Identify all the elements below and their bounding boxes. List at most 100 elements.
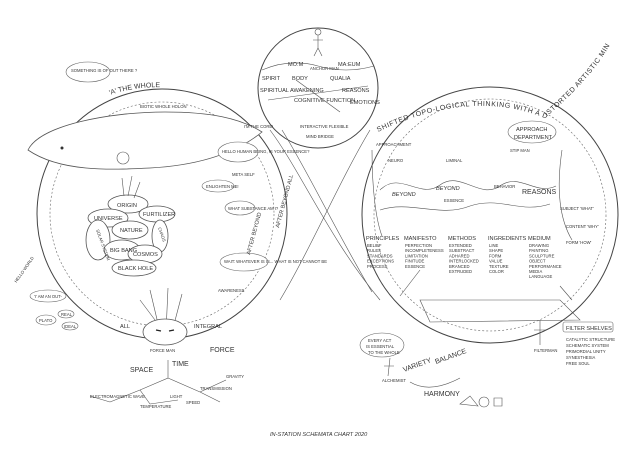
filter-item: CATALYTIC STRUCTURE (566, 337, 615, 342)
flow-liminal: LIMINAL (446, 158, 463, 163)
filter-shelves: FILTER SHELVES CATALYTIC STRUCTURESCHEMA… (562, 321, 615, 366)
filter-item: FREE SOUL (566, 361, 590, 366)
label-temperature: TEMPERATURE (140, 404, 172, 409)
flow-approachment: APPROACHMENT (376, 142, 412, 147)
word-cognitive-function: COGNITIVE FUNCTION (294, 98, 355, 104)
column-item: INCOMPLETENESS (405, 248, 444, 253)
infinity-cross-line-b (279, 129, 371, 301)
bubble-text-substance: WHAT SUBSTANCE AM I? (228, 206, 279, 211)
right-circle-content: APPROACH DEPARTMENT APPROACHMENT NEURO L… (366, 120, 599, 323)
approach-text-1: APPROACH (516, 127, 547, 133)
column-title-4: MEDIUM (528, 236, 551, 242)
label-im-the-core: I'M THE CORE! (244, 124, 273, 129)
label-alchemist: ALCHEMIST (382, 378, 406, 383)
word-reasons: REASONS (342, 88, 370, 94)
column-item: OBJECT (529, 259, 546, 264)
filter-item: SYNESTHESIA (566, 355, 596, 360)
bubble-text-whatever: WAIT: WHATEVER IS IS... WHAT IS NOT CANN… (224, 259, 327, 264)
column-title-0: PRINCIPLES (366, 236, 400, 242)
bubble-real (57, 309, 75, 319)
right-tree-right-trunk (558, 149, 573, 241)
label-filterman: FILTERMAN (534, 348, 557, 353)
shape-cluster-lines (459, 395, 503, 408)
anchor-figure-icon (313, 28, 323, 57)
column-item: ADHARED (449, 253, 469, 258)
column-item: DRAWING (529, 243, 549, 248)
label-light: LIGHT (170, 394, 183, 399)
flow-behavior: BEHAVIOR (494, 184, 515, 189)
time-branch-lines (89, 360, 227, 405)
label-transmission: TRANSMISSION (200, 386, 232, 391)
cluster-blob-blackhole (111, 259, 157, 277)
column-item: PROCESS (367, 264, 388, 269)
right-topology-circle (361, 86, 619, 344)
word-spiritual-awakening: SPIRITUAL AWAKENING (260, 88, 324, 94)
column-title-1: MANIFESTO (404, 236, 437, 242)
label-force: FORCE (210, 347, 235, 354)
right-inner-dashed-circle (373, 98, 607, 332)
core-sphere-icon (116, 151, 130, 165)
tree-roots-lines (139, 287, 183, 333)
label-gravity: GRAVITY (226, 374, 244, 379)
filter-item: SCHEMATIC SYSTEM (566, 343, 609, 348)
vertical-after-beyond-1: AFTER BEYOND ALL (275, 174, 295, 228)
bubble-text-real: REAL (61, 312, 73, 317)
bridge-line-2: MIND BRIDGE (306, 134, 334, 139)
column-item: MEDIA (529, 269, 542, 274)
column-item: EXCEPTIONS (367, 259, 394, 264)
face-eyes-icon (155, 329, 175, 332)
column-item: COLOR (489, 269, 504, 274)
left-circle-content: BIOTIC WHOLE HOLON I'M THE CORE! META SE… (13, 61, 327, 333)
column-item: FINITUDE (405, 259, 425, 264)
column-item: RULES (367, 248, 381, 253)
bubble-out (29, 289, 67, 303)
column-item: BRANCED (449, 264, 469, 269)
bubble-enlighten (201, 179, 235, 193)
right-platform-line (419, 299, 581, 323)
top-diagonal-line-a (267, 85, 369, 101)
bubble-text-hello-human: HELLO HUMAN BEING, IS YOUR ESSENCE? (222, 149, 310, 154)
approach-bubble (507, 120, 557, 144)
infinity-cross-line-c (281, 129, 373, 293)
column-item: SHAPE (489, 248, 503, 253)
top-diagonal-line-b (295, 79, 341, 113)
flow-subject-what: SUBJECT 'WHAT' (560, 206, 594, 211)
bubble-ideal (61, 321, 79, 331)
flow-form-how: FORM 'HOW' (566, 240, 592, 245)
label-meta-self: META SELF (232, 172, 255, 177)
eye-icon (60, 146, 64, 150)
every-act-text-3: TO THE WHOLE (368, 350, 400, 355)
flow-beyond-2: BEYOND (436, 186, 460, 192)
word-emotions: EMOTIONS (350, 100, 380, 106)
cluster-universe: UNIVERSE (94, 216, 123, 222)
bubble-plato (35, 314, 57, 326)
anchor-man-label: ANCHOR MAN (310, 66, 339, 71)
column-item: TEXTURE (489, 264, 509, 269)
flow-neuro: NEURO (388, 158, 404, 163)
column-item: INTERLOCKED (449, 259, 479, 264)
top-circle-content: MO:M MA:EUM ANCHOR MAN SPIRIT BODY QUALI… (260, 28, 380, 139)
label-hello-world: HELLO WORLD (13, 256, 35, 284)
cluster-nature: NATURE (120, 228, 143, 234)
label-all: ALL (120, 324, 130, 330)
word-spirit: SPIRIT (262, 76, 281, 82)
column-item: LINE (489, 243, 499, 248)
bubble-text-something: SOMETHING IS OF OUT THERE ? (71, 68, 138, 73)
column-item: PERFECTION (405, 243, 432, 248)
column-item: PAINTING (529, 248, 548, 253)
label-awareness: AWARENESS (218, 288, 245, 293)
flow-wave-line-lower (379, 202, 551, 211)
every-act-text-1: EVERY ACT (368, 338, 392, 343)
flow-content-why: CONTENT 'WHY' (566, 224, 599, 229)
cluster-chaos: CHAOS (157, 227, 167, 243)
label-em-wave: ELECTROMAGNETIC WAVE (90, 394, 145, 399)
right-bottom-content: EVERY ACT IS ESSENTIAL TO THE WHOLE VARI… (359, 320, 557, 408)
label-biotic-holon: BIOTIC WHOLE HOLON (140, 104, 187, 109)
chart-caption: IN-STATION SCHEMATA CHART 2020 (270, 432, 368, 438)
bubble-text-ideal: IDEAL (64, 324, 77, 329)
bubble-text-plato: PLATO (39, 318, 53, 323)
bridge-line-1: INTERACTIVE FLEXIBLE (300, 124, 349, 129)
method-columns: PRINCIPLESBELIEFRULESSTANDARDSEXCEPTIONS… (366, 236, 562, 279)
flow-reasons: REASONS (522, 189, 557, 196)
